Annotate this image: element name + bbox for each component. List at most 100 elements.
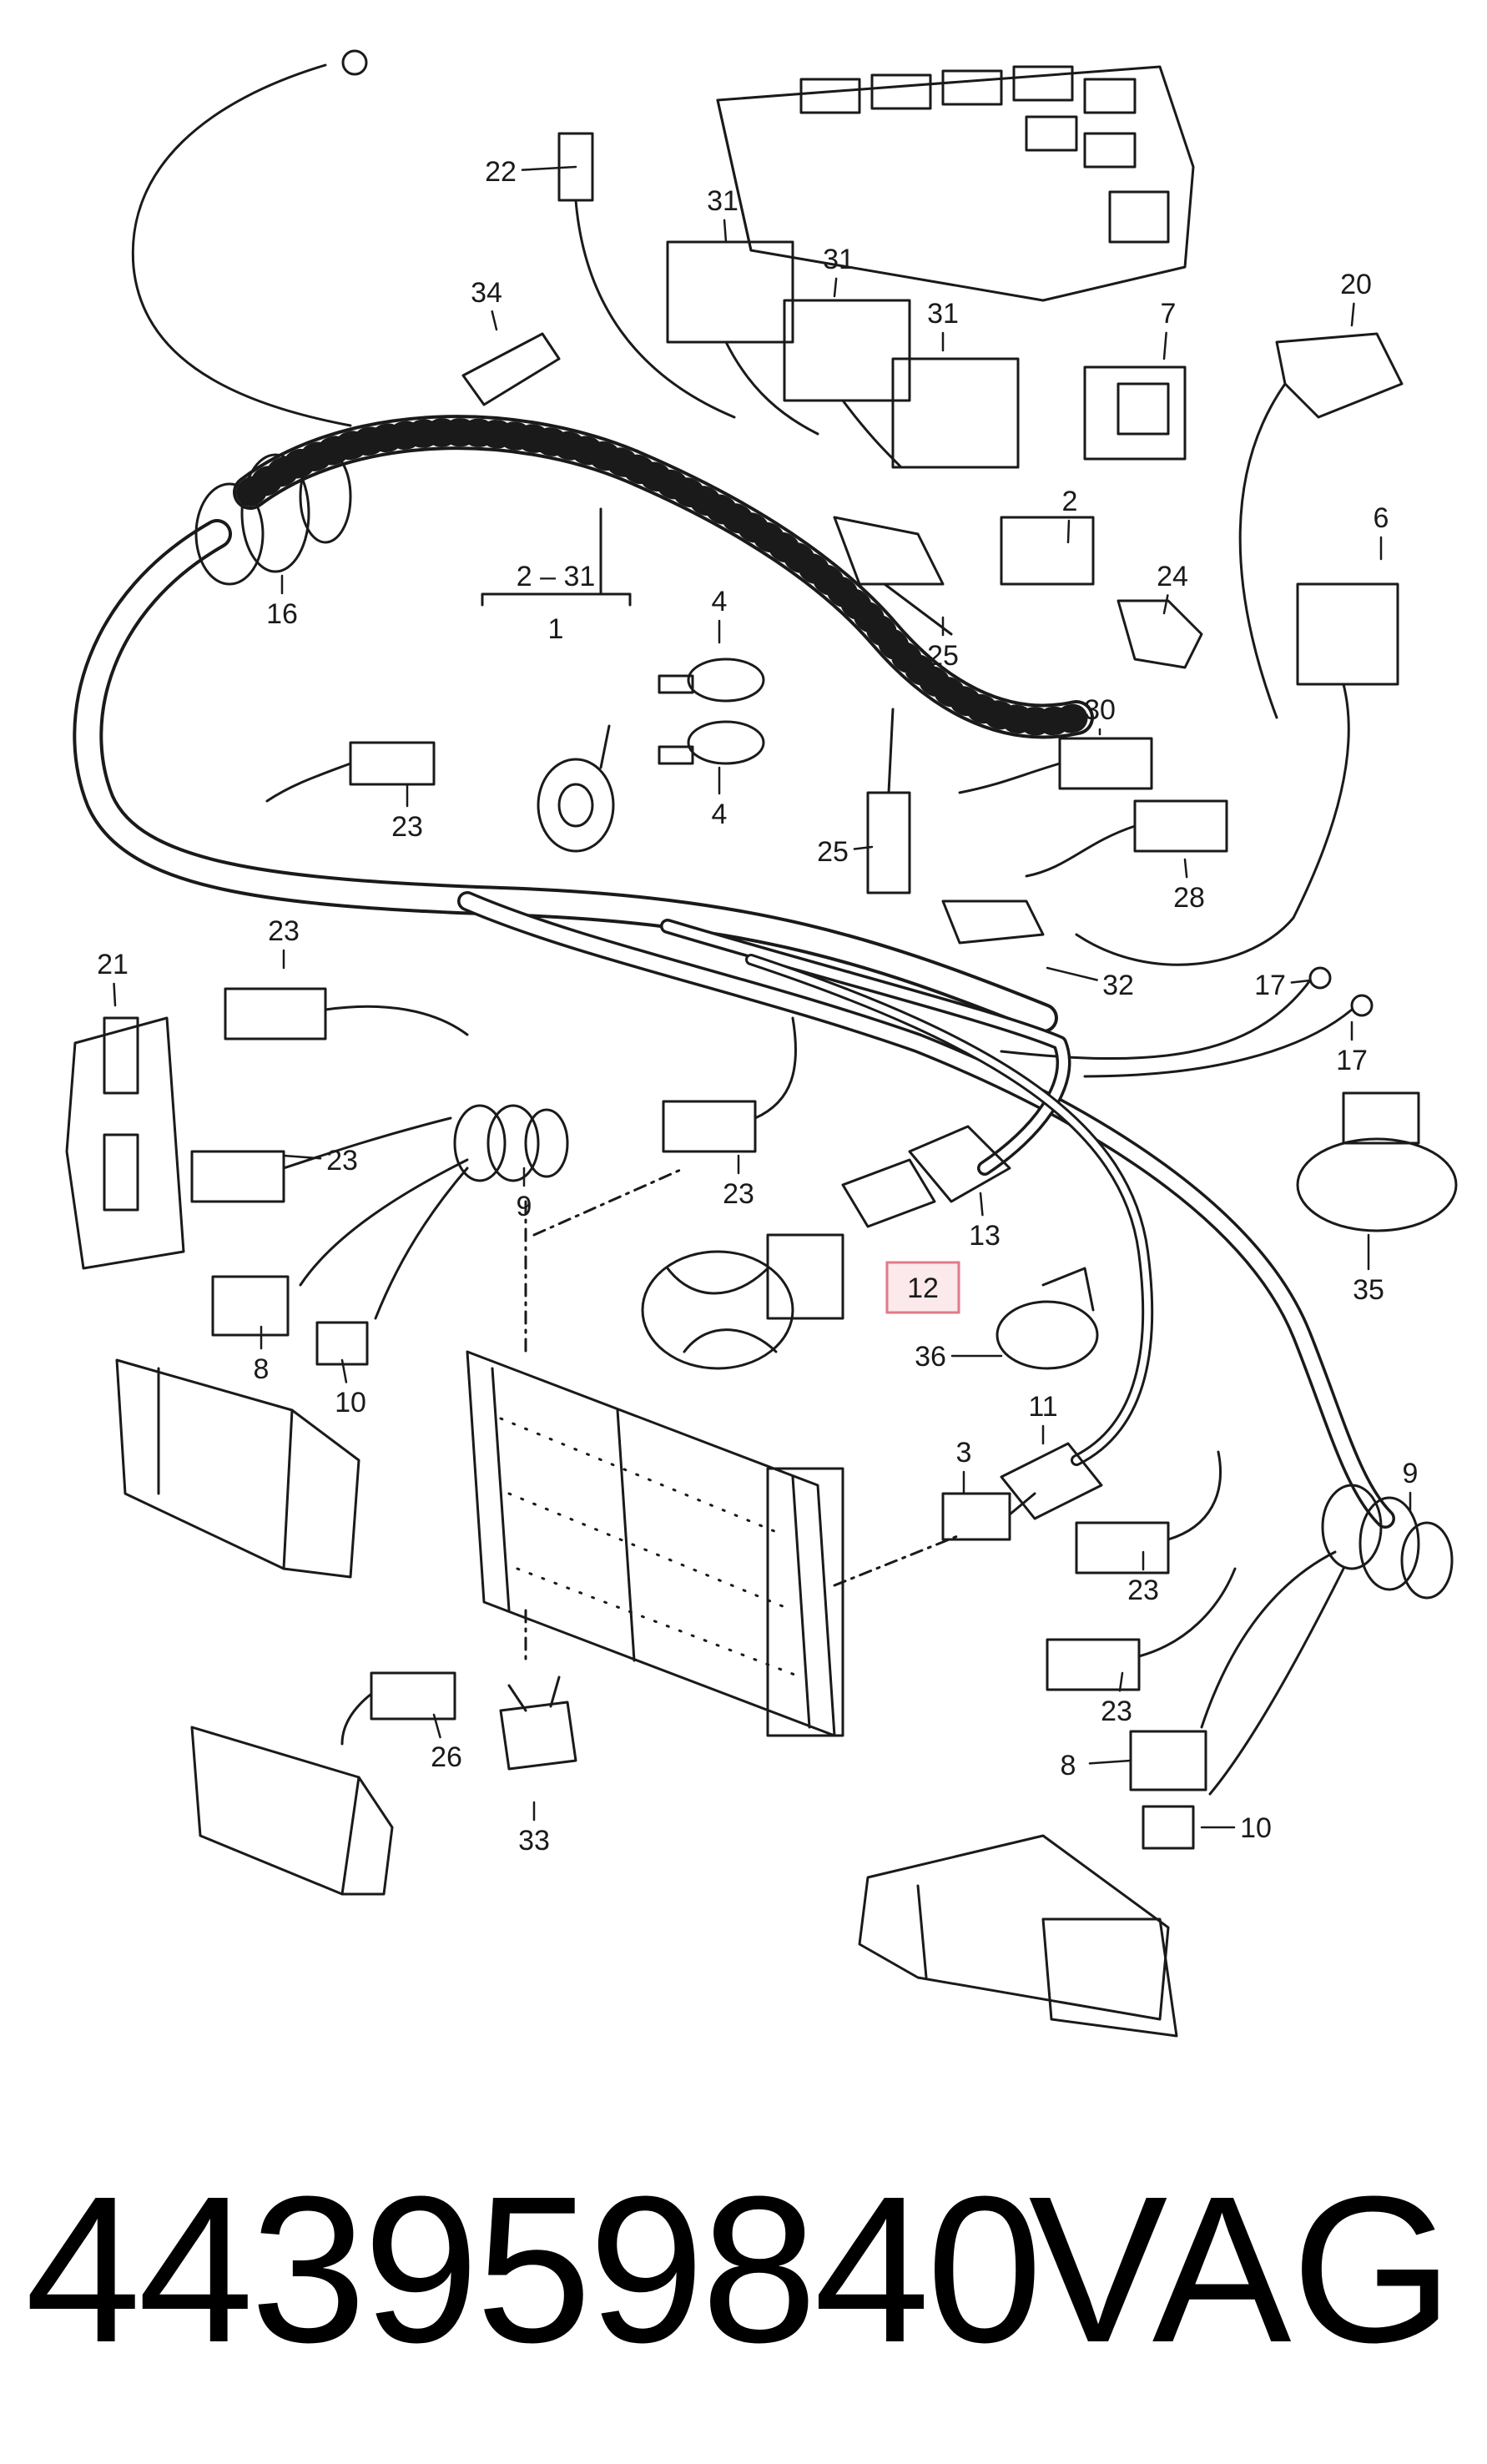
connector-25-lower — [866, 708, 911, 894]
relay-7 — [1083, 365, 1187, 461]
cable-tie-36 — [996, 1267, 1099, 1370]
connector-30 — [958, 737, 1153, 794]
grommet-9-left — [299, 1104, 569, 1320]
connector-23-top — [265, 741, 436, 803]
callout-17: 17 — [1336, 1045, 1368, 1076]
callout-33: 33 — [518, 1825, 550, 1857]
leader-13 — [979, 1192, 984, 1217]
bracket-32 — [941, 899, 1045, 945]
callout-4: 4 — [712, 586, 728, 617]
leader-26 — [432, 1713, 441, 1739]
callout-36: 36 — [915, 1341, 946, 1373]
callout-31: 31 — [823, 244, 854, 275]
callout-26: 26 — [431, 1741, 462, 1773]
connector-23-right-lower — [1046, 1567, 1237, 1691]
leader-17 — [1290, 979, 1312, 984]
radiator — [466, 1350, 844, 1737]
brand-name: VAG — [1028, 2153, 1454, 2386]
ground-cable — [131, 63, 352, 427]
leader-8 — [1088, 1759, 1132, 1765]
callout-24: 24 — [1157, 561, 1188, 592]
horn — [537, 724, 615, 853]
callout-20: 20 — [1340, 269, 1372, 300]
callout-21: 21 — [97, 949, 129, 980]
left-headlight — [115, 1358, 360, 1579]
callout-2: 2 — [1062, 486, 1078, 517]
callout-23: 23 — [723, 1178, 754, 1210]
leader-23 — [1118, 1671, 1124, 1692]
connector-24 — [1117, 599, 1203, 669]
connector-20 — [1238, 332, 1404, 719]
callout-9: 9 — [1403, 1458, 1419, 1489]
callout-23: 23 — [1101, 1696, 1132, 1727]
callout-8: 8 — [254, 1353, 270, 1385]
leader-7 — [1162, 331, 1167, 360]
callout-3: 3 — [956, 1437, 972, 1469]
callout-leaders — [113, 165, 1412, 1829]
fuse-relay-box — [716, 65, 1195, 302]
connector-31-group — [666, 240, 1020, 469]
callout-7: 7 — [1161, 298, 1177, 330]
connector-10-right — [1142, 1805, 1195, 1850]
callout-11: 11 — [1028, 1391, 1057, 1423]
leader-10 — [340, 1358, 348, 1383]
callout-9: 9 — [517, 1191, 532, 1222]
callout-30: 30 — [1084, 694, 1116, 726]
assembly-number-label: 1 — [548, 613, 564, 645]
connector-23-left-lower — [190, 1116, 452, 1203]
connector-6 — [1075, 582, 1399, 966]
highlighted-part-12[interactable]: 12 — [885, 1261, 960, 1314]
leader-31 — [723, 219, 728, 244]
leader-20 — [1350, 302, 1355, 327]
leader-22 — [521, 165, 577, 171]
bulb-4-lower — [658, 720, 765, 765]
callout-10: 10 — [1240, 1812, 1272, 1844]
leader-2 — [1066, 519, 1071, 544]
connector-11 — [1000, 1442, 1103, 1520]
footer: 443959840 VAG — [0, 2136, 1487, 2411]
assembly-range-label: 2 – 31 — [517, 561, 596, 592]
connector-34 — [461, 332, 561, 406]
callout-4: 4 — [712, 799, 728, 830]
ground-eyelet — [341, 49, 368, 76]
connector-25-top — [833, 516, 953, 636]
leader-21 — [113, 982, 117, 1007]
part-number: 443959840 — [25, 2153, 1042, 2386]
connector-22 — [557, 132, 736, 419]
connector-8-right — [1129, 1730, 1207, 1791]
connector-8-left — [211, 1275, 290, 1337]
leader-31 — [833, 277, 838, 298]
assembly-bracket — [481, 592, 632, 607]
connector-10-left — [315, 1321, 369, 1366]
callout-32: 32 — [1102, 970, 1134, 1001]
connector-28 — [1025, 799, 1228, 878]
leader-25 — [853, 845, 874, 850]
callout-31: 31 — [927, 298, 959, 330]
bulb-4-upper — [658, 658, 765, 703]
leader-24 — [1162, 594, 1169, 615]
left-fog-light — [190, 1726, 394, 1896]
harness-to-11 — [745, 954, 1154, 1466]
leader-34 — [491, 310, 498, 331]
fan-motor — [641, 1233, 844, 1370]
callout-23: 23 — [1127, 1575, 1159, 1606]
grommet-9-right — [1200, 1484, 1454, 1796]
connector-23-left-upper — [224, 987, 469, 1041]
leader-32 — [1046, 966, 1098, 981]
clip-33 — [499, 1675, 577, 1771]
callout-13: 13 — [969, 1220, 1001, 1252]
callout-25: 25 — [817, 836, 849, 868]
connector-26 — [340, 1671, 456, 1746]
connector-23-right-upper — [1075, 1450, 1222, 1575]
callout-34: 34 — [471, 277, 502, 309]
callout-8: 8 — [1061, 1750, 1076, 1781]
connector-13 — [841, 1125, 1011, 1228]
strap-35 — [1296, 1091, 1458, 1232]
callout-10: 10 — [335, 1387, 366, 1418]
callout-25: 25 — [927, 640, 959, 672]
callout-22: 22 — [485, 156, 517, 188]
leader-28 — [1183, 858, 1188, 879]
callout-28: 28 — [1173, 882, 1205, 914]
